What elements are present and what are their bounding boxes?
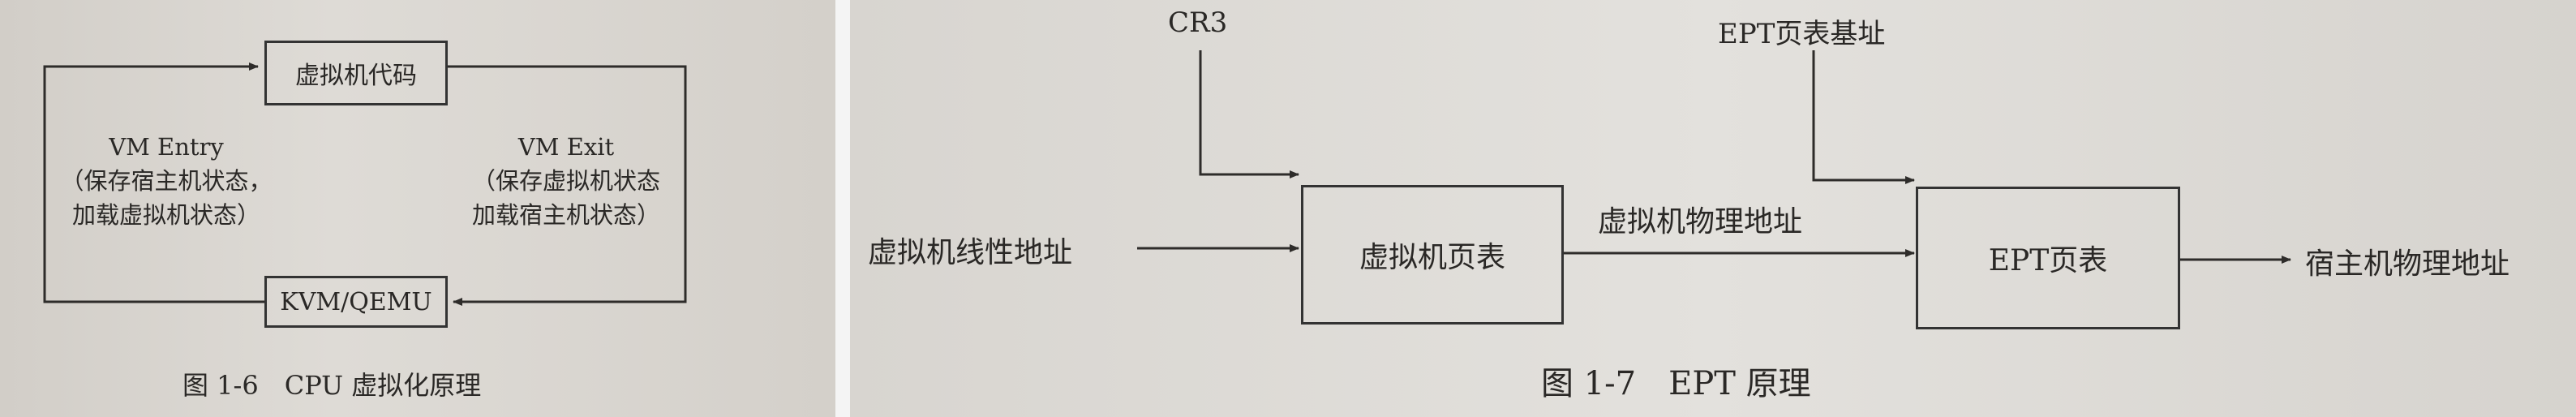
panel-gap [835,0,850,417]
vm-code-box: 虚拟机代码 [264,41,448,105]
guest-phys-label: 虚拟机物理地址 [1598,205,1803,239]
figure-cpu-virtualization [0,0,835,417]
vm-entry-title: VM Entry [109,133,224,161]
vm-exit-arrow [448,65,687,306]
figure2-caption: 图 1-7 EPT 原理 [1541,365,1811,402]
ept-table-box: EPT页表 [1916,187,2180,329]
vm-exit-title: VM Exit [517,133,615,161]
vm-exit-label: VM Exit （保存虚拟机状态 加载宿主机状态） [444,130,688,232]
cr3-arrow [1199,50,1299,178]
guest-page-table-label: 虚拟机页表 [1359,241,1505,274]
vm-code-label: 虚拟机代码 [295,62,417,90]
cr3-label: CR3 [1168,6,1228,39]
kvm-qemu-box: KVM/QEMU [264,276,448,328]
figure1-caption: 图 1-6 CPU 虚拟化原理 [182,370,482,401]
ept-base-label: EPT页表基址 [1718,18,1886,50]
ept-base-arrow [1812,50,1915,184]
guest-linear-label: 虚拟机线性地址 [868,236,1073,269]
vm-exit-line2: 加载宿主机状态） [471,201,660,229]
figure-ept [850,0,2576,417]
vm-entry-line1: （保存宿主机状态， [60,167,273,195]
vm-exit-line1: （保存虚拟机状态 [471,167,660,195]
vm-entry-label: VM Entry （保存宿主机状态， 加载虚拟机状态） [49,130,284,232]
host-phys-label: 宿主机物理地址 [2305,247,2510,281]
vm-entry-arrow [43,62,264,303]
ept-table-label: EPT页表 [1988,244,2108,277]
kvm-qemu-label: KVM/QEMU [280,287,432,316]
vm-entry-line2: 加载虚拟机状态） [71,201,260,229]
guest-page-table-box: 虚拟机页表 [1301,185,1564,325]
